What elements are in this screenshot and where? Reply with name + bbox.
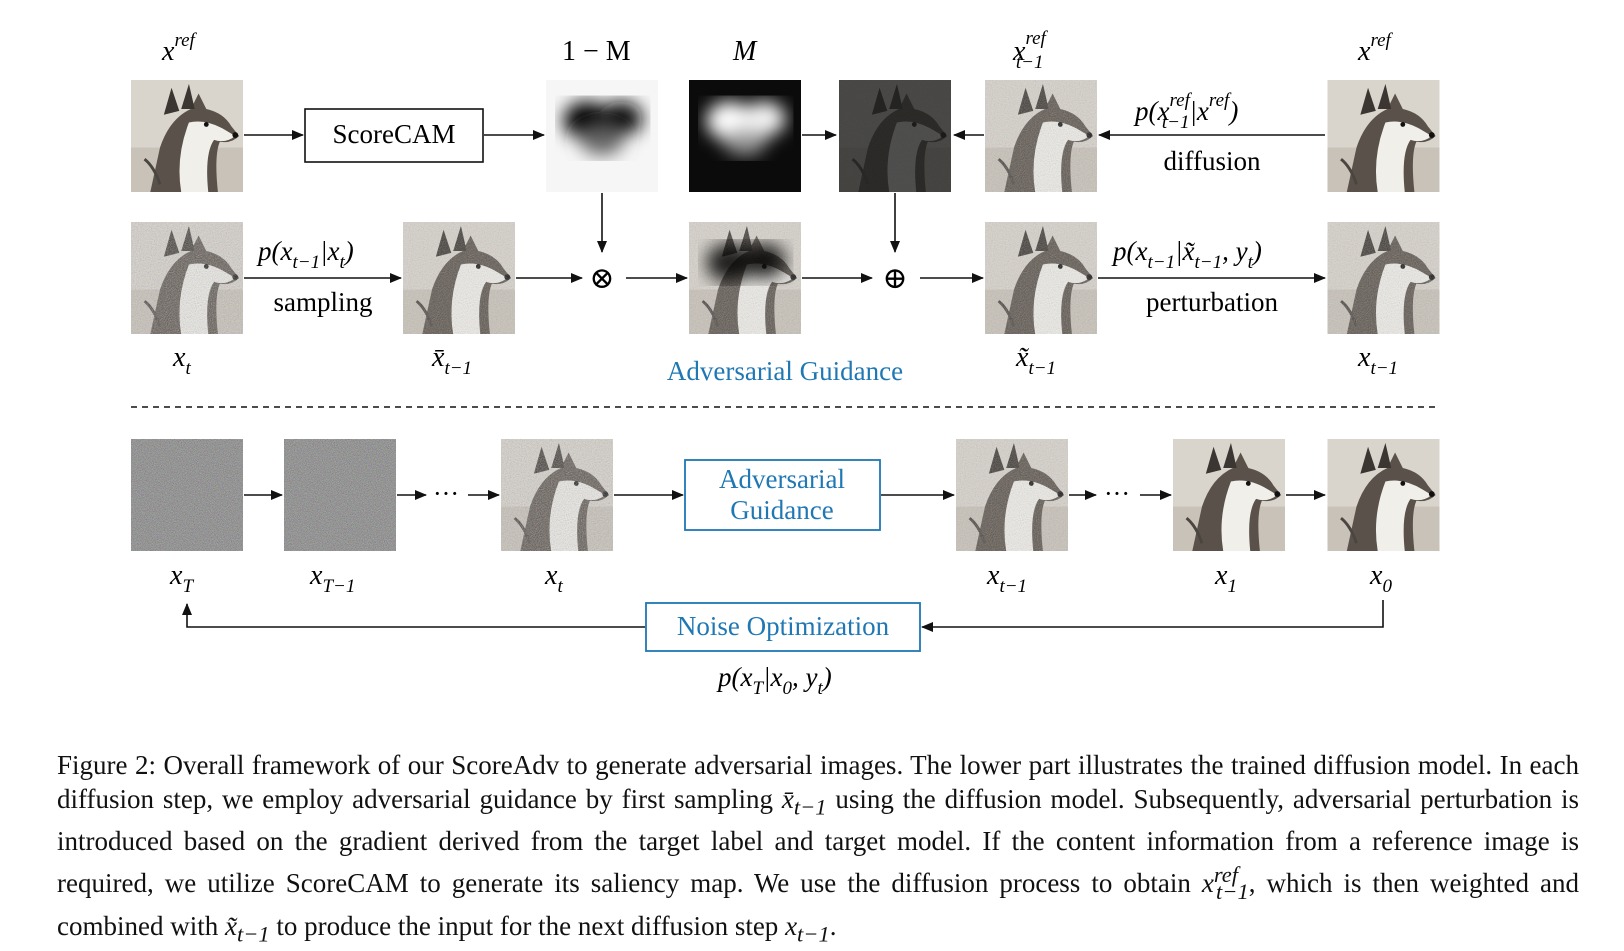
adversarial-guidance-box xyxy=(684,459,881,531)
sampling-formula: p(xt−1|xt) xyxy=(256,236,354,273)
inverse-mask-image xyxy=(546,80,658,192)
bottom-xt-image xyxy=(501,439,613,551)
label-xT: xT xyxy=(169,560,194,597)
noise-formula: p(xT|x0, yt) xyxy=(716,662,832,699)
ref-image-left xyxy=(131,80,243,192)
label-xt1: xt−1 xyxy=(1357,342,1398,379)
label-x0: x0 xyxy=(1369,560,1392,597)
dots-right: ··· xyxy=(1104,479,1130,508)
xref-left-label: xref xyxy=(161,30,198,67)
arrow-noisebox-to-xT xyxy=(182,603,645,628)
perturbation-word: perturbation xyxy=(1146,287,1278,317)
noisy-ref-image xyxy=(985,80,1097,192)
xt1-image xyxy=(1328,222,1440,334)
scorecam-label: ScoreCAM xyxy=(333,119,456,149)
adversarial-guidance-title: Adversarial Guidance xyxy=(667,356,903,386)
arrow-x0-to-noisebox xyxy=(921,600,1384,632)
scorecam-box xyxy=(304,108,484,163)
caption-math-xtilde: x̃t−1 xyxy=(224,910,270,947)
ref-image-right xyxy=(1327,80,1440,192)
caption-math-xref: xreft−1 xyxy=(1201,862,1249,904)
label-xt: xt xyxy=(172,342,191,379)
caption-part2: using the diffusion model. Subsequently,… xyxy=(57,784,1579,899)
xref-right-label: xref xyxy=(1357,30,1394,67)
x0-image xyxy=(1327,439,1440,551)
label-xtilde: x̃t−1 xyxy=(1015,342,1056,379)
xbar-image xyxy=(403,222,515,334)
label-bottom-xt: xt xyxy=(544,560,563,597)
xT-image xyxy=(131,439,243,551)
xt-image xyxy=(131,222,243,334)
xT1-image xyxy=(284,439,396,551)
sampling-word: sampling xyxy=(274,287,373,317)
figure-caption: Figure 2: Overall framework of our Score… xyxy=(57,748,1579,951)
label-bottom-xt1: xt−1 xyxy=(986,560,1027,597)
adv-box-line1: Adversarial xyxy=(719,464,845,494)
label-xbar: x̄t−1 xyxy=(431,342,472,379)
masked-xbar-image xyxy=(689,222,801,334)
xtilde-image xyxy=(985,222,1097,334)
caption-math-xt1: xt−1 xyxy=(785,910,830,947)
saliency-mask-image xyxy=(689,80,801,192)
diffusion-word: diffusion xyxy=(1163,146,1261,176)
m-label: M xyxy=(732,36,758,67)
noise-optimization-box xyxy=(645,602,921,652)
oplus-symbol: ⊕ xyxy=(882,262,907,295)
bottom-xt1-image xyxy=(956,439,1068,551)
caption-math-xbar: x̄t−1 xyxy=(781,784,827,820)
framework-diagram: xref 1 − M M xreft−1 xref ScoreCAM p(xre… xyxy=(131,28,1440,699)
caption-part3: , which is then weighted and combined wi… xyxy=(57,868,1580,941)
label-xT1: xT−1 xyxy=(309,560,355,597)
caption-part5: . xyxy=(829,910,837,941)
adv-box-line2: Guidance xyxy=(730,495,833,525)
masked-ref-image xyxy=(839,80,951,192)
dots-left: ··· xyxy=(433,479,459,508)
x1-image xyxy=(1173,439,1285,551)
caption-part4: to produce the input for the next diffus… xyxy=(269,910,786,941)
one-minus-m-label: 1 − M xyxy=(562,36,631,67)
noise-optimization-label: Noise Optimization xyxy=(677,611,890,641)
perturbation-formula: p(xt−1|x̃t−1, yt) xyxy=(1111,236,1262,273)
otimes-symbol: ⊗ xyxy=(589,262,614,295)
label-x1: x1 xyxy=(1214,560,1237,597)
caption-part1: Figure 2: Overall framework of our Score… xyxy=(57,750,1579,814)
